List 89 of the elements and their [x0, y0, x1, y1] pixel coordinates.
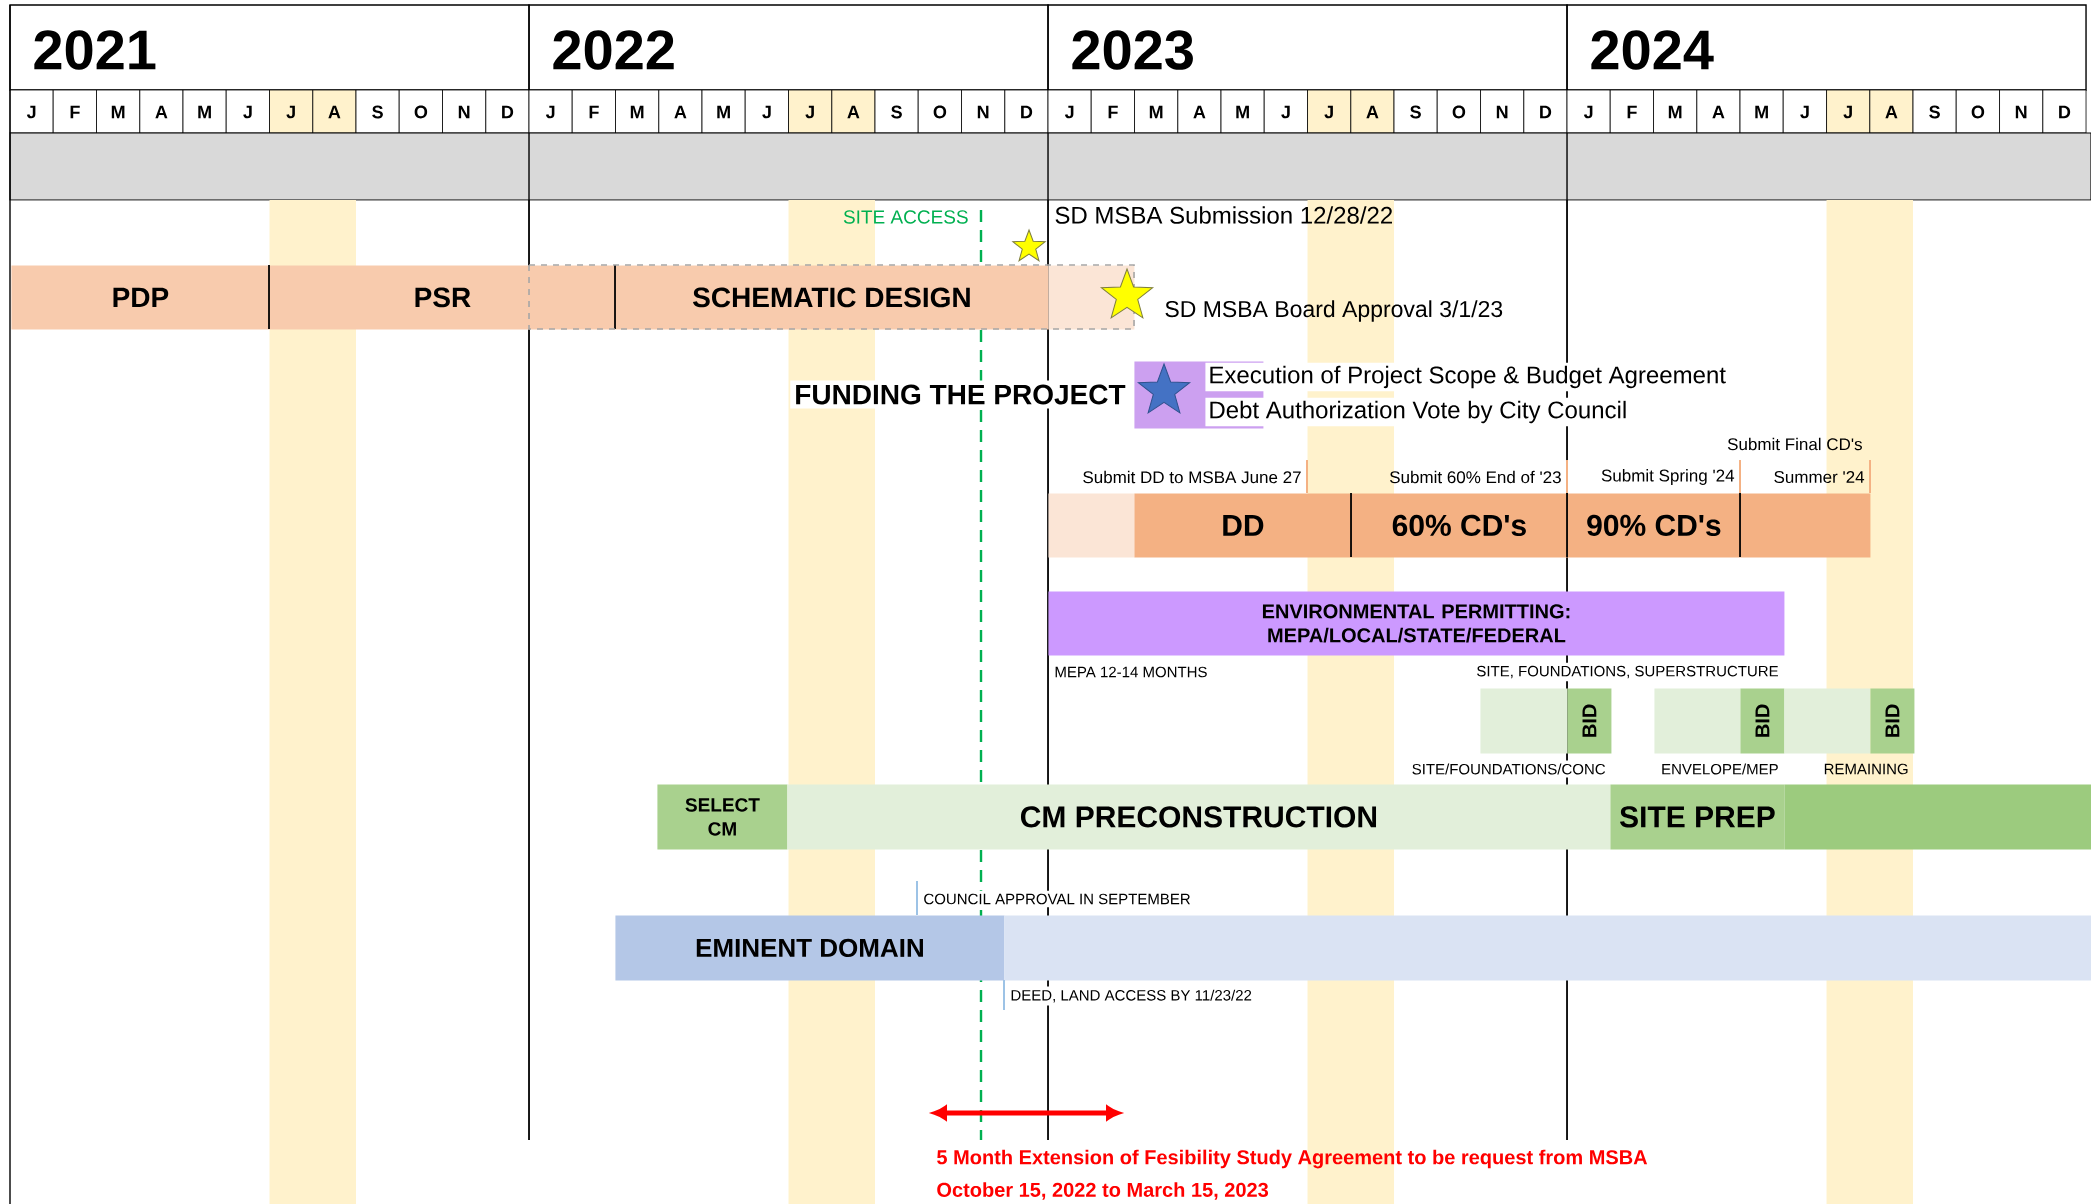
month-cell: S — [1912, 89, 1957, 134]
month-cell: J — [528, 89, 573, 134]
milestone-note: DEED, LAND ACCESS BY 11/23/22 — [1003, 979, 1255, 1011]
note-text: SITE, FOUNDATIONS, SUPERSTRUCTURE — [1473, 662, 1782, 682]
month-cell: O — [1955, 89, 2000, 134]
month-cell: A — [1869, 89, 1914, 134]
task-bar — [1784, 688, 1871, 754]
month-cell: M — [96, 89, 141, 134]
month-cell: J — [225, 89, 270, 134]
bid-bar: BID — [1740, 688, 1785, 754]
note-text: Submit Spring '24 — [1601, 459, 1742, 494]
heading-text: FUNDING THE PROJECT — [790, 380, 1130, 409]
month-cell: N — [961, 89, 1006, 134]
month-cell: J — [788, 89, 833, 134]
task-bar — [1004, 915, 2091, 981]
task-bar: PDP — [11, 265, 270, 330]
month-cell: O — [917, 89, 962, 134]
note-text: MEPA 12-14 MONTHS — [1055, 666, 1207, 678]
milestone-label: SD MSBA Board Approval 3/1/23 — [1165, 300, 1503, 322]
month-cell: M — [1220, 89, 1265, 134]
month-cell: J — [9, 89, 54, 134]
note-text: Submit Final CD's — [1727, 437, 1862, 451]
month-cell: M — [1653, 89, 1698, 134]
month-cell: A — [139, 89, 184, 134]
task-bar: DD — [1134, 493, 1352, 558]
month-cell: S — [355, 89, 400, 134]
month-cell: D — [2042, 89, 2087, 134]
note-text: Submit 60% End of '23 — [1390, 459, 1568, 494]
note-text: Execution of Project Scope & Budget Agreement — [1205, 362, 1730, 392]
month-cell: N — [442, 89, 487, 134]
note-text: 5 Month Extension of Fesibility Study Agreement to be request from MSBA — [937, 1149, 1648, 1169]
bid-bar: BID — [1567, 688, 1612, 754]
month-cell: J — [269, 89, 314, 134]
task-bar — [1480, 688, 1568, 754]
task-bar: 60% CD's — [1350, 492, 1568, 558]
task-bar — [1654, 688, 1741, 754]
month-cell: J — [744, 89, 789, 134]
month-cell: D — [485, 89, 530, 134]
note-text: REMAINING — [1824, 763, 1908, 775]
month-cell: J — [1782, 89, 1827, 134]
note-text: Summer '24 — [1774, 459, 1872, 494]
note-text: ENVELOPE/MEP — [1662, 763, 1778, 775]
note-text: Submit DD to MSBA June 27 — [1083, 459, 1308, 494]
month-cell: F — [52, 89, 97, 134]
month-cell: D — [1523, 89, 1568, 134]
task-bar: SELECT CM — [657, 784, 788, 850]
task-bar — [1048, 493, 1135, 558]
month-cell: N — [1999, 89, 2044, 134]
task-bar: SITE PREP — [1610, 784, 1785, 850]
task-bar — [1784, 784, 2091, 850]
task-bar: EMINENT DOMAIN — [615, 915, 1005, 981]
month-cell: M — [1134, 89, 1179, 134]
month-cell: M — [615, 89, 660, 134]
month-cell: S — [1393, 89, 1438, 134]
month-cell: M — [701, 89, 746, 134]
month-cell: N — [1480, 89, 1525, 134]
month-cell: J — [1263, 89, 1308, 134]
milestone-note: COUNCIL APPROVAL IN SEPTEMBER — [916, 880, 1194, 916]
task-bar: CM PRECONSTRUCTION — [787, 784, 1611, 850]
note-text: October 15, 2022 to March 15, 2023 — [937, 1182, 1269, 1200]
month-cell: J — [1307, 89, 1352, 134]
month-cell: A — [1696, 89, 1741, 134]
task-bar: PSR — [268, 264, 616, 330]
milestone-label: SD MSBA Submission 12/28/22 — [1055, 206, 1392, 224]
month-cell: A — [1350, 89, 1395, 134]
month-cell: F — [1609, 89, 1654, 134]
month-cell: J — [1566, 89, 1611, 134]
task-bar: 90% CD's — [1566, 492, 1741, 558]
month-cell: O — [1436, 89, 1481, 134]
month-cell: O — [398, 89, 443, 134]
milestone-label: SITE ACCESS — [843, 210, 968, 224]
month-cell: A — [658, 89, 703, 134]
bid-bar: BID — [1870, 688, 1915, 754]
month-cell: F — [571, 89, 616, 134]
month-cell: M — [182, 89, 227, 134]
month-cell: A — [312, 89, 357, 134]
month-cell: A — [831, 89, 876, 134]
month-cell: J — [1826, 89, 1871, 134]
month-cell: D — [1004, 89, 1049, 134]
month-cell: F — [1090, 89, 1135, 134]
task-bar: SCHEMATIC DESIGN — [614, 264, 1049, 330]
task-bar: ENVIRONMENTAL PERMITTING: MEPA/LOCAL/STATE/FEDERAL — [1048, 591, 1785, 656]
note-text: SITE/FOUNDATIONS/CONC — [1408, 760, 1609, 778]
month-cell: J — [1047, 89, 1092, 134]
month-cell: M — [1739, 89, 1784, 134]
task-bar — [1739, 492, 1871, 558]
note-text: Debt Authorization Vote by City Council — [1205, 397, 1631, 427]
month-cell: A — [1177, 89, 1222, 134]
month-cell: S — [874, 89, 919, 134]
